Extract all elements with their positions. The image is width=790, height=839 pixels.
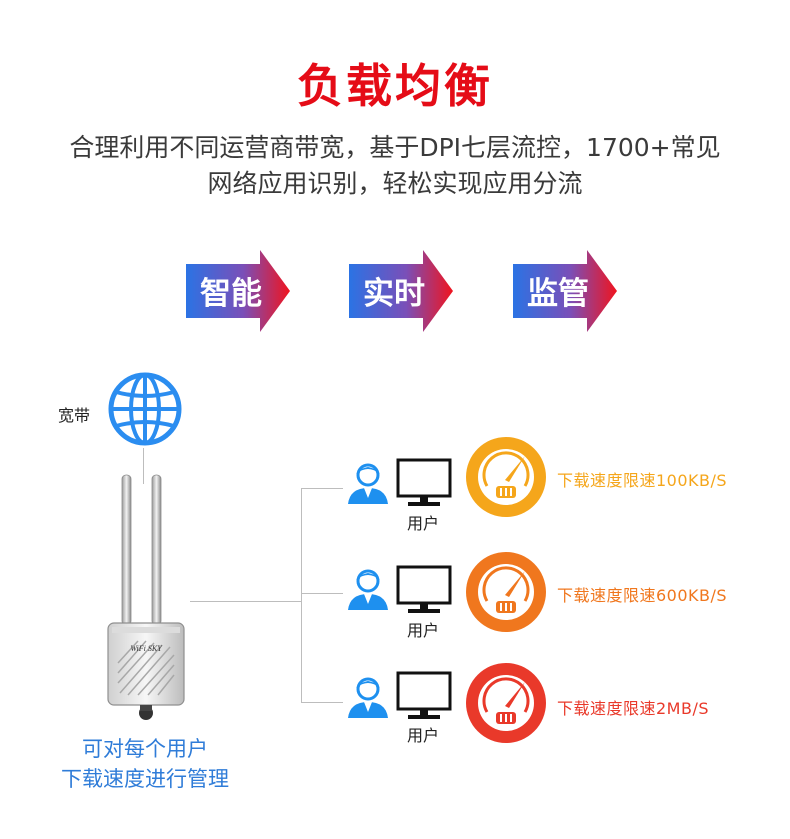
- speed-gauge-icon: [465, 436, 547, 522]
- speed-limit-text: 下载速度限速2MB/S: [557, 699, 710, 718]
- feature-label-realtime: 实时: [363, 276, 425, 312]
- connector-line: [301, 488, 302, 702]
- svg-text:WiFi SKY: WiFi SKY: [130, 644, 163, 653]
- monitor-icon: [396, 565, 452, 619]
- description: 合理利用不同运营商带宽，基于DPI七层流控，1700+常见 网络应用识别，轻松实…: [20, 130, 770, 202]
- user-label: 用户: [406, 514, 439, 533]
- speed-gauge-icon: [465, 662, 547, 748]
- connector-line: [301, 702, 343, 703]
- speed-limit-text: 下载速度限速600KB/S: [557, 586, 728, 605]
- connector-line: [301, 488, 343, 489]
- monitor-icon: [396, 671, 452, 725]
- management-caption: 可对每个用户 下载速度进行管理: [30, 734, 260, 794]
- caption-line-2: 下载速度进行管理: [61, 767, 229, 791]
- feature-arrow-monitor: 监管: [513, 250, 617, 332]
- speed-limit-text: 下载速度限速100KB/S: [557, 471, 728, 490]
- connector-line: [301, 593, 343, 594]
- user-avatar-icon: [346, 462, 390, 510]
- user-label: 用户: [406, 621, 439, 640]
- router-device: WiFi SKY: [100, 473, 192, 727]
- caption-line-1: 可对每个用户: [82, 737, 208, 761]
- speed-gauge-icon: [465, 551, 547, 637]
- user-avatar-icon: [346, 568, 390, 616]
- description-line-2: 网络应用识别，轻松实现应用分流: [207, 169, 583, 198]
- connector-line: [143, 448, 144, 484]
- feature-label-monitor: 监管: [527, 276, 589, 312]
- feature-arrow-smart: 智能: [186, 250, 290, 332]
- monitor-icon: [396, 458, 452, 512]
- page-title: 负载均衡: [297, 59, 493, 113]
- user-label: 用户: [406, 726, 439, 745]
- connector-line: [190, 601, 302, 602]
- globe-icon: [106, 370, 184, 452]
- user-avatar-icon: [346, 676, 390, 724]
- description-line-1: 合理利用不同运营商带宽，基于DPI七层流控，1700+常见: [69, 133, 721, 162]
- broadband-label: 宽带: [58, 406, 91, 425]
- feature-arrow-realtime: 实时: [349, 250, 453, 332]
- feature-label-smart: 智能: [200, 276, 262, 312]
